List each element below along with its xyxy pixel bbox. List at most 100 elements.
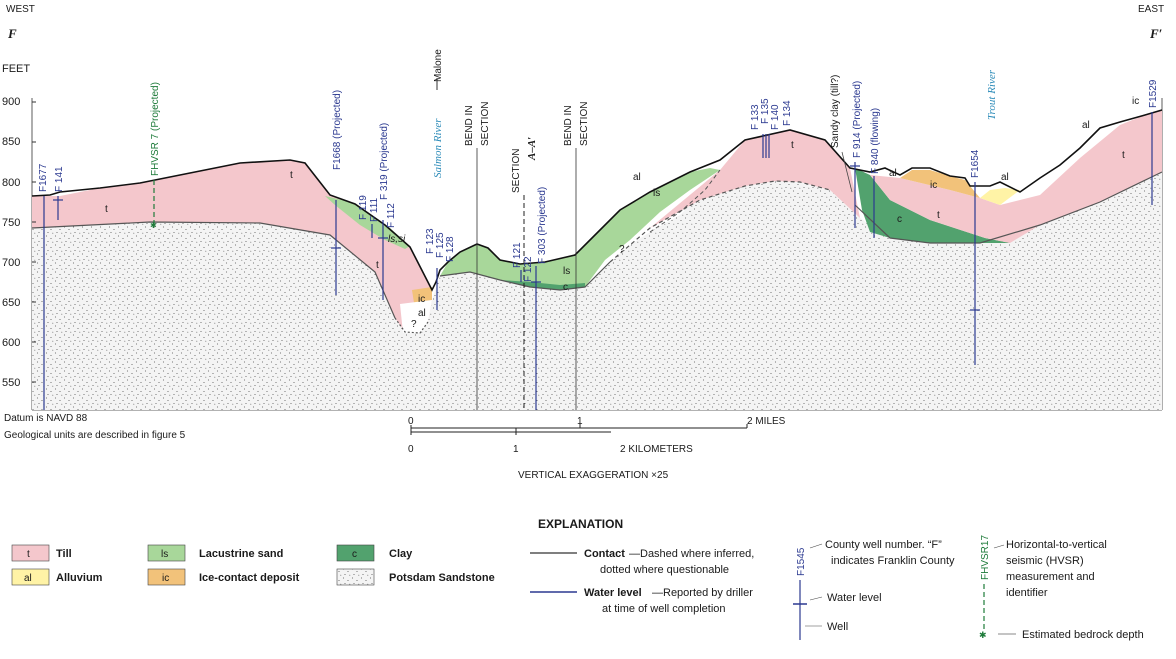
alluvium-west (400, 300, 432, 333)
hvsr-star-icon: ✱ (979, 631, 987, 641)
label-ls-1: ls (563, 266, 570, 277)
label-t-1: t (290, 170, 293, 181)
sandy-clay-leader (841, 151, 853, 193)
county-desc-1: County well number. “F” (825, 539, 942, 551)
hvsr-desc-1: Horizontal-to-vertical (1006, 539, 1107, 551)
hvsr-desc-3: measurement and (1006, 571, 1095, 583)
ice-contact-west (412, 287, 432, 303)
hvsr-marker-icon: ✱ (150, 221, 157, 230)
well-label-f134: F 134 (782, 100, 793, 126)
label-t-5: t (937, 210, 940, 221)
scale-km-0: 0 (408, 444, 414, 455)
county-desc-2: indicates Franklin County (831, 555, 955, 567)
alluvium-east (980, 188, 1020, 205)
example-hvsr-id: FHVSR17 (980, 535, 991, 580)
y-tick-650: 650 (2, 297, 20, 309)
well-label-f135: F 135 (760, 98, 771, 124)
explanation-title: EXPLANATION (538, 517, 623, 531)
section-f-left: F (7, 26, 17, 41)
label-t-6: t (1122, 150, 1125, 161)
well-label-f914: F 914 (Projected) (852, 81, 863, 158)
land-surface-line (31, 109, 1163, 292)
label-ic-3: ic (1132, 96, 1139, 107)
well-label-f141: F 141 (54, 166, 65, 192)
label-t-2: t (105, 204, 108, 215)
well-label-f125: F 125 (435, 232, 446, 258)
scale-miles-2: 2 MILES (747, 416, 786, 427)
section-unit-labels: t t t ls,si ic al ? ls c ? ls al t al ic… (105, 96, 1139, 330)
salmon-river-label: Salmon River (432, 118, 444, 178)
swatch-clay-code: c (352, 549, 357, 560)
trout-river-label: Trout River (986, 69, 998, 120)
bedrock-contact-dotted (394, 317, 429, 334)
well-label-f128: F 128 (445, 236, 456, 262)
label-c-1: c (563, 282, 568, 293)
label-al-5: al (1082, 120, 1090, 131)
scale-km-2: 2 KILOMETERS (620, 444, 693, 455)
malone-label: Malone (433, 49, 444, 82)
bedrock-contact-line (31, 221, 396, 319)
legend-till: Till (56, 548, 72, 560)
lacustrine-center (440, 168, 720, 290)
label-t-4: t (791, 140, 794, 151)
y-tick-900: 900 (2, 96, 20, 108)
bedrock-contact-east (854, 171, 1163, 244)
legend-clay: Clay (389, 548, 413, 560)
vertical-exaggeration: VERTICAL EXAGGERATION ×25 (518, 470, 669, 481)
label-c-2: c (897, 214, 902, 225)
explanation: EXPLANATION t Till al Alluvium ls Lacust… (11, 517, 1144, 641)
hvsr-projected-label: FHVSR 7 (Projected) (150, 82, 161, 176)
scale-miles-0: 0 (408, 416, 414, 427)
y-tick-850: 850 (2, 136, 20, 148)
swatch-till (11, 544, 50, 562)
y-axis-ticks: 900 850 800 750 700 650 600 550 (2, 96, 36, 389)
bend-label-1a: BEND IN (464, 105, 475, 146)
well-label-f1677: F1677 (38, 163, 49, 192)
till-east (650, 130, 860, 228)
bend-label-2b: SECTION (579, 102, 590, 146)
y-tick-700: 700 (2, 257, 20, 269)
swatch-till-code: t (27, 549, 30, 560)
ice-contact-east (900, 170, 980, 198)
hvsr-desc-4: identifier (1006, 587, 1048, 599)
label-al-3: al (889, 168, 897, 179)
legend-alluvium: Alluvium (56, 572, 103, 584)
well-label-f121: F 121 (512, 242, 523, 268)
label-ls-si: ls,si (388, 234, 406, 245)
label-ic-1: ic (418, 294, 425, 305)
legend-water-level: Water level (827, 592, 882, 604)
bend-label-1b: SECTION (480, 102, 491, 146)
water-desc-1: —Reported by driller (652, 587, 753, 599)
lacustrine-west (325, 196, 410, 249)
label-al-2: al (633, 172, 641, 183)
legend-well: Well (827, 621, 848, 633)
well-label-f319: F 319 (Projected) (379, 123, 390, 200)
well-label-f111: F 111 (369, 197, 380, 222)
legend-ice-contact: Ice-contact deposit (199, 572, 300, 584)
swatch-lacustrine (147, 544, 186, 562)
label-ls-2: ls (653, 188, 660, 199)
section-a-id: A–A′ (526, 137, 538, 161)
well-label-f133: F 133 (750, 104, 761, 130)
example-well-number: F1545 (796, 547, 807, 576)
swatch-lacustrine-code: ls (161, 549, 168, 560)
y-tick-750: 750 (2, 217, 20, 229)
legend-sandstone: Potsdam Sandstone (389, 572, 495, 584)
well-label-f1529: F1529 (1148, 79, 1159, 108)
swatch-ice-contact (147, 568, 186, 586)
contact-title: Contact (584, 548, 625, 560)
till-east-2 (870, 110, 1162, 243)
section-f-right: F′ (1149, 26, 1163, 41)
label-t-3: t (376, 260, 379, 271)
label-al-1: al (418, 308, 426, 319)
sandy-clay-label: Sandy clay (till?) (830, 75, 841, 148)
west-label: WEST (6, 4, 35, 15)
clay-center (500, 280, 585, 290)
swatch-ice-contact-code: ic (162, 573, 169, 584)
well-label-f119: F 119 (358, 195, 369, 220)
hvsr-desc-2: seismic (HVSR) (1006, 555, 1084, 567)
till-west (32, 160, 432, 332)
bend-label-2a: BEND IN (563, 105, 574, 146)
well-label-f303: F 303 (Projected) (537, 187, 548, 264)
